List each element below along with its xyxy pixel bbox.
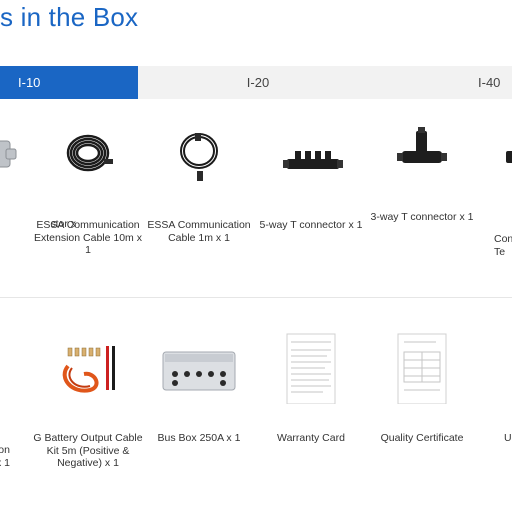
item-label: Bus Box 250A x 1	[157, 432, 241, 444]
page-title: s in the Box	[0, 2, 139, 32]
battery-cable-kit-icon	[32, 332, 144, 404]
model-tabs: I-10 I-20 I-40	[0, 66, 512, 99]
document-icon	[255, 332, 367, 404]
tab-label: I-20	[246, 75, 270, 90]
item-label: U	[504, 432, 512, 444]
item-label: Con Te	[494, 233, 512, 258]
item-label: Warranty Card	[277, 432, 345, 444]
certificate-icon	[366, 332, 478, 404]
row-divider	[0, 297, 512, 298]
tab-label: I-10	[18, 75, 41, 90]
five-way-connector-icon	[255, 115, 367, 187]
tab-i40[interactable]: I-40	[378, 66, 512, 99]
item-label: ation x 1	[0, 444, 10, 469]
item-label: G Battery Output Cable Kit 5m (Positive …	[33, 432, 143, 469]
item-label: ESSA Communication Cable 1m x 1	[147, 219, 251, 244]
item-label: 3-way T connector x 1	[370, 211, 474, 223]
terminator-partial-icon	[478, 115, 512, 187]
tconnector-partial-icon	[0, 115, 56, 187]
item-label: ctor x	[50, 218, 76, 230]
three-way-connector-icon	[366, 115, 478, 187]
item-label: Quality Certificate	[380, 432, 464, 444]
coiled-cable-icon	[32, 115, 144, 187]
tab-i10[interactable]: I-10	[0, 66, 138, 99]
tab-i20[interactable]: I-20	[138, 66, 378, 99]
tab-label: I-40	[478, 75, 501, 90]
item-label: ESSA Communication Extension Cable 10m x…	[34, 219, 142, 256]
item-label: 5-way T connector x 1	[259, 219, 363, 231]
cable-loop-icon	[143, 115, 255, 187]
bus-box-icon	[143, 332, 255, 404]
